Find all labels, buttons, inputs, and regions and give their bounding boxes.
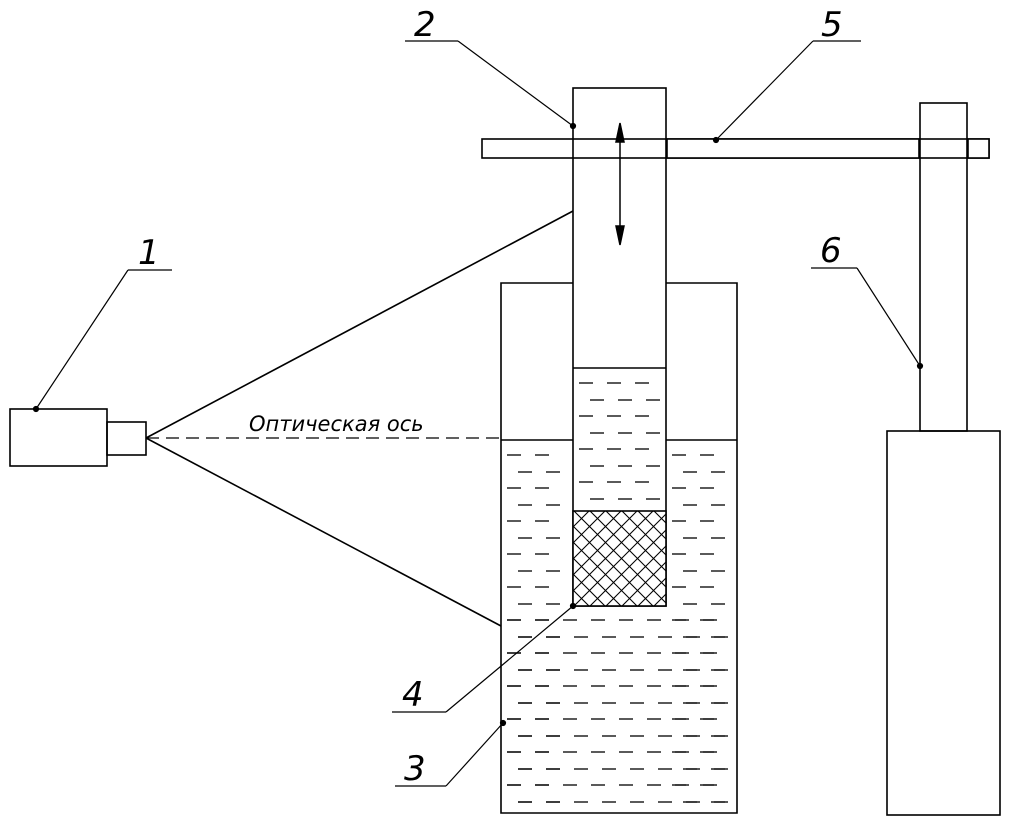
hatch-line <box>702 511 797 606</box>
hatch-line <box>686 511 781 606</box>
leader-6 <box>811 267 924 370</box>
hatch-line <box>750 511 845 606</box>
leader-2 <box>405 40 577 130</box>
hatch-line <box>621 511 666 556</box>
hatch-line <box>653 511 666 524</box>
hatch-line <box>734 511 829 606</box>
label-camera: 1 <box>138 233 160 273</box>
label-sample: 4 <box>402 675 424 715</box>
view-line-upper <box>145 210 574 439</box>
leader-1 <box>32 269 172 413</box>
view-line-lower <box>145 437 502 627</box>
leader-5 <box>712 40 861 144</box>
liquid-dashes <box>507 382 728 803</box>
optical-axis-label: Оптическая ось <box>249 412 424 436</box>
stand-base <box>886 430 1001 816</box>
hatch-line <box>605 545 666 606</box>
hatch-line <box>686 511 781 606</box>
hatch-line <box>573 605 574 606</box>
stand-post <box>919 102 968 432</box>
hatch-line <box>750 511 845 606</box>
movement-double-arrow-icon <box>615 122 625 246</box>
camera-lens <box>106 421 147 456</box>
hatch-line <box>589 529 666 606</box>
hatch-line <box>637 511 666 540</box>
hatch-line <box>718 511 813 606</box>
hatch-line <box>670 511 765 606</box>
hatch-line <box>637 577 666 606</box>
label-tube: 2 <box>414 5 436 45</box>
hatch-line <box>621 561 666 606</box>
label-vessel: 3 <box>404 749 426 789</box>
label-rod: 5 <box>821 5 843 45</box>
hatch-line <box>702 511 797 606</box>
leader-4 <box>392 602 577 713</box>
hatch-line <box>573 511 574 512</box>
sample <box>572 510 845 607</box>
hatch-line <box>653 593 666 606</box>
label-stand: 6 <box>820 231 842 271</box>
hatch-line <box>718 511 813 606</box>
vessel <box>500 282 738 814</box>
leader-3 <box>395 719 507 787</box>
camera-body <box>9 408 108 467</box>
hatch-line <box>670 511 765 606</box>
hatch-line <box>734 511 829 606</box>
